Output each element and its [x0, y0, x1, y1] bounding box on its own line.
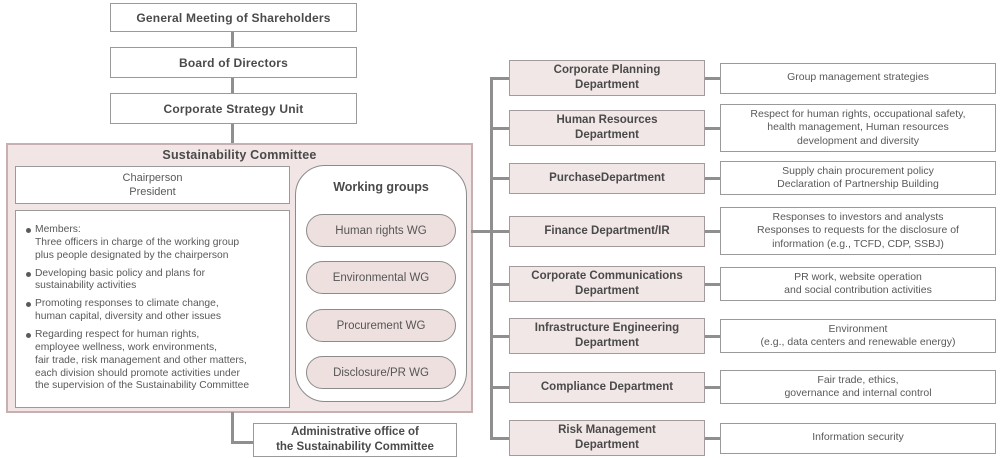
department-name-box: Infrastructure Engineering Department — [509, 318, 705, 354]
committee-bullet: Members: Three officers in charge of the… — [26, 224, 284, 263]
connector-line — [490, 385, 509, 389]
connector-line — [490, 76, 509, 80]
chairperson-label: Chairperson President — [122, 171, 183, 198]
connector-line — [231, 441, 254, 444]
bullet-dot-icon — [26, 333, 31, 339]
connector-line — [231, 78, 234, 93]
bullet-text: Developing basic policy and plans for su… — [35, 267, 205, 292]
department-responsibility-box: Fair trade, ethics, governance and inter… — [720, 369, 996, 405]
governance-box-board-of-directors: Board of Directors — [110, 47, 357, 78]
chairperson-box: Chairperson President — [15, 166, 290, 204]
wg-pill-label: Disclosure/PR WG — [333, 366, 429, 379]
bullet-text: Promoting responses to climate change, h… — [35, 298, 222, 323]
governance-box-label: General Meeting of Shareholders — [136, 10, 331, 25]
department-responsibility: Fair trade, ethics, governance and inter… — [784, 373, 932, 399]
sustainability-committee-panel: Sustainability Committee Chairperson Pre… — [6, 143, 473, 413]
department-name: Infrastructure Engineering Department — [534, 322, 680, 349]
department-name-box: Human Resources Department — [509, 110, 705, 146]
department-name-box: PurchaseDepartment — [509, 162, 705, 194]
department-name-box: Risk Management Department — [509, 420, 705, 456]
department-responsibility-box: Responses to investors and analysts Resp… — [720, 206, 996, 256]
wg-pill-procurement: Procurement WG — [306, 309, 456, 342]
working-groups-title: Working groups — [333, 180, 429, 194]
connector-line — [490, 126, 509, 130]
department-name: Corporate Planning Department — [553, 64, 661, 91]
connector-line — [705, 334, 720, 338]
connector-line — [705, 282, 720, 286]
connector-line — [231, 412, 234, 444]
department-responsibility: PR work, website operation and social co… — [784, 270, 932, 296]
connector-line — [490, 334, 509, 338]
connector-line — [231, 32, 234, 47]
department-responsibility: Supply chain procurement policy Declarat… — [777, 164, 939, 190]
bullet-dot-icon — [26, 271, 31, 277]
connector-line — [490, 282, 509, 286]
working-groups-panel: Working groups Human rights WG Environme… — [295, 165, 467, 402]
governance-box-label: Board of Directors — [179, 55, 288, 70]
department-name: Human Resources Department — [556, 114, 658, 141]
connector-line — [231, 124, 234, 143]
connector-line — [705, 385, 720, 389]
connector-line — [705, 229, 720, 233]
department-name-box: Corporate Communications Department — [509, 266, 705, 302]
department-responsibility-box: Environment (e.g., data centers and rene… — [720, 318, 996, 354]
department-responsibility-box: Respect for human rights, occupational s… — [720, 103, 996, 153]
governance-box-corporate-strategy-unit: Corporate Strategy Unit — [110, 93, 357, 124]
department-name-box: Corporate Planning Department — [509, 60, 705, 96]
committee-members-box: Members: Three officers in charge of the… — [15, 210, 290, 408]
department-responsibility: Responses to investors and analysts Resp… — [757, 210, 959, 250]
department-responsibility-box: Information security — [720, 422, 996, 454]
department-responsibility-box: PR work, website operation and social co… — [720, 266, 996, 302]
department-name-box: Compliance Department — [509, 371, 705, 403]
committee-bullet: Developing basic policy and plans for su… — [26, 268, 284, 294]
bullet-text: Members: Three officers in charge of the… — [35, 224, 240, 261]
department-responsibility: Environment (e.g., data centers and rene… — [760, 322, 956, 348]
wg-pill-disclosure-pr: Disclosure/PR WG — [306, 356, 456, 389]
trunk-connector-line — [490, 77, 493, 438]
connector-line — [490, 176, 509, 180]
committee-bullet: Regarding respect for human rights, empl… — [26, 329, 284, 393]
department-responsibility-box: Supply chain procurement policy Declarat… — [720, 160, 996, 196]
committee-title: Sustainability Committee — [162, 148, 317, 162]
department-name: Compliance Department — [540, 380, 674, 393]
wg-pill-label: Environmental WG — [332, 271, 430, 284]
department-responsibility: Respect for human rights, occupational s… — [750, 107, 966, 147]
department-responsibility-box: Group management strategies — [720, 62, 996, 94]
wg-pill-label: Human rights WG — [335, 224, 427, 237]
department-name: Finance Department/IR — [544, 224, 670, 237]
department-name: Risk Management Department — [558, 424, 656, 451]
governance-box-general-meeting: General Meeting of Shareholders — [110, 3, 357, 32]
connector-line — [490, 436, 509, 440]
wg-pill-label: Procurement WG — [336, 319, 426, 332]
department-responsibility: Information security — [812, 431, 904, 444]
bullet-dot-icon — [26, 228, 31, 233]
department-name: Corporate Communications Department — [531, 270, 683, 297]
connector-line — [705, 176, 720, 180]
committee-to-departments-connector — [471, 229, 491, 233]
committee-bullet: Promoting responses to climate change, h… — [26, 298, 284, 324]
connector-line — [705, 76, 720, 80]
bullet-text: Regarding respect for human rights, empl… — [35, 329, 250, 392]
connector-line — [490, 229, 509, 233]
connector-line — [705, 436, 720, 440]
wg-pill-human-rights: Human rights WG — [306, 214, 456, 247]
wg-pill-environmental: Environmental WG — [306, 261, 456, 294]
administrative-office-box: Administrative office of the Sustainabil… — [253, 423, 457, 457]
connector-line — [705, 126, 720, 130]
administrative-office-label: Administrative office of the Sustainabil… — [276, 426, 434, 453]
governance-box-label: Corporate Strategy Unit — [163, 101, 304, 116]
bullet-dot-icon — [26, 302, 31, 308]
department-name: PurchaseDepartment — [549, 171, 665, 184]
department-responsibility: Group management strategies — [787, 71, 929, 84]
department-name-box: Finance Department/IR — [509, 215, 705, 247]
